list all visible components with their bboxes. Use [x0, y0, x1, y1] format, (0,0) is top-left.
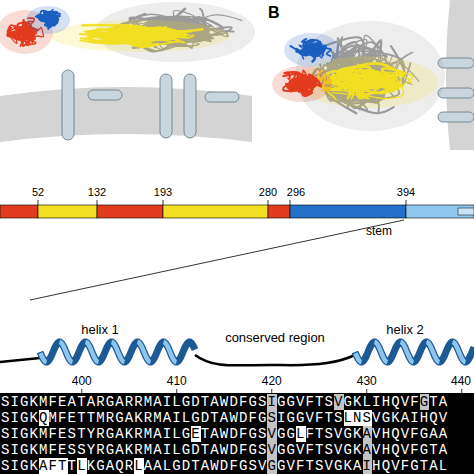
protein-red-strand [290, 86, 313, 96]
helix-ribbon-front [60, 342, 73, 362]
domain-segment [38, 205, 97, 218]
protein-blue-strand [299, 45, 319, 54]
protein-blue [26, 6, 70, 34]
region-label: stem [366, 224, 392, 238]
helix-label: helix 2 [386, 322, 424, 337]
protein-blue-strand [36, 13, 51, 21]
protein-blue-strand [47, 12, 57, 26]
protein-yellow-strand [355, 69, 385, 90]
helix-ribbon-front [138, 342, 151, 362]
helix-cylinder [62, 70, 74, 140]
protein-blue-fill [26, 6, 70, 34]
domain-segment [406, 205, 474, 218]
ruler-number: 410 [167, 374, 187, 388]
helix-cylinder [438, 88, 474, 98]
sequence-row: SIGKMFEATARGARRMAILGDTAWDFGSIGGVFTSVGKLI… [1, 394, 448, 410]
boundary-tick [406, 200, 407, 205]
ruler-tick [366, 389, 367, 393]
helix-cylinder [184, 74, 196, 138]
domain-segment [0, 205, 38, 218]
protein-red [272, 66, 332, 102]
domain-segment [290, 205, 406, 218]
helix-cylinder [205, 92, 239, 102]
boundary-tick [268, 200, 269, 205]
region-label: conserved region [225, 330, 325, 345]
protein-yellow-fill [50, 20, 230, 52]
residue-number: 280 [259, 186, 277, 198]
protein-yellow [50, 20, 230, 52]
helix-ribbon-front [453, 342, 466, 362]
boundary-tick [163, 200, 164, 205]
tm-segment [458, 208, 474, 215]
ruler-number: 430 [357, 374, 377, 388]
sequence-row: SIGKMFESTYRGAKRMAILGETAWDFGSVGGLFTSVGKAV… [1, 426, 448, 442]
helix-ribbon-front [427, 342, 440, 362]
protein-red-fill [272, 66, 332, 102]
alignment-ground [0, 393, 474, 474]
helix-ribbon [355, 342, 474, 362]
boundary-tick [38, 200, 39, 205]
panel-letter: B [268, 4, 280, 22]
ruler-number: 400 [72, 374, 92, 388]
panel-b [272, 0, 474, 150]
helix-ribbon-front [164, 342, 177, 362]
ruler-tick [176, 389, 177, 393]
secondary-structure [0, 342, 474, 365]
helix-ribbon-front [401, 342, 414, 362]
membrane [446, 0, 474, 150]
protein-blue-fill [284, 33, 340, 67]
helix-cylinder [438, 112, 474, 122]
residue-number: 193 [154, 186, 172, 198]
protein-red-strand [8, 27, 32, 37]
panel-a [0, 2, 255, 142]
boundary-tick [97, 200, 98, 205]
sequence-row: SIGKQMFETTMRGAKRMAILGDTAWDFGSIGGVFTSLNSV… [1, 410, 448, 426]
domain-segment [97, 205, 163, 218]
protein-blue [284, 33, 340, 67]
domain-segment [163, 205, 268, 218]
helix-ribbon-front [112, 342, 125, 362]
sequence-row: SIGKMFESSYRGAKRMAILGDTAWDFGSVGGVFTSVGKAV… [1, 442, 448, 458]
ruler-tick [271, 389, 272, 393]
helix-ribbon-front [86, 342, 99, 362]
protein-yellow-strand [136, 31, 188, 38]
residue-number: 52 [32, 186, 44, 198]
ruler-number: 440 [451, 374, 471, 388]
ruler-tick [461, 389, 462, 393]
residue-number: 296 [287, 186, 305, 198]
helix-ribbon-front [41, 353, 47, 362]
helix-label: helix 1 [81, 322, 119, 337]
residue-number: 394 [397, 186, 415, 198]
ruler-tick [81, 389, 82, 393]
sequence-row: SIGKAFTTLKGAQRLAALGDTAWDFGSVGGVFTSVGKAIH… [1, 458, 448, 474]
protein-red-strand [295, 77, 309, 90]
ruler-number: 420 [262, 374, 282, 388]
domain-segment [268, 205, 290, 218]
helix-ribbon-front [375, 342, 388, 362]
zoom-line [30, 220, 404, 300]
membrane [0, 87, 252, 142]
residue-number: 132 [88, 186, 106, 198]
helix-ribbon [40, 342, 195, 362]
domain-bar [0, 200, 474, 218]
helix-ribbon-front [356, 353, 362, 362]
boundary-tick [290, 200, 291, 205]
helix-cylinder [160, 74, 172, 138]
helix-cylinder [88, 90, 122, 100]
